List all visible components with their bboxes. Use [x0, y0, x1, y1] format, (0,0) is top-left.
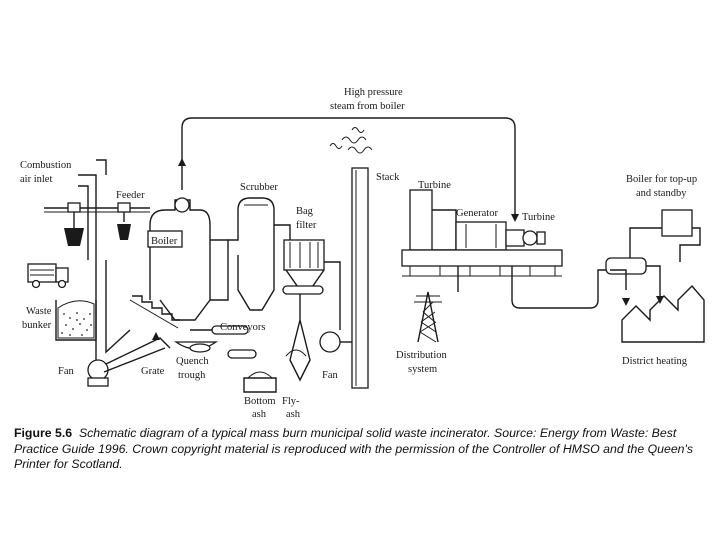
label-steam-2: steam from boiler — [330, 101, 405, 112]
fan-right — [319, 261, 355, 353]
conveyors — [190, 325, 277, 393]
label-turbine-right: Turbine — [522, 212, 555, 223]
quench-trough — [173, 341, 219, 353]
label-bag-filter-1: Bag — [296, 206, 314, 217]
feeder-crane — [44, 202, 150, 246]
combustion-air-duct — [78, 159, 107, 260]
label-quench-1: Quench — [176, 356, 209, 367]
label-fly-ash-1: Fly- — [282, 396, 300, 407]
label-feeder: Feeder — [116, 190, 145, 201]
turbine-generator — [401, 189, 610, 309]
label-fan-left: Fan — [58, 366, 75, 377]
bag-filter — [282, 239, 325, 382]
label-grate: Grate — [141, 366, 165, 377]
label-bag-filter-2: filter — [296, 220, 317, 231]
label-combustion-1: Combustion — [20, 160, 72, 171]
fan-left — [87, 337, 171, 387]
caption-text: Schematic diagram of a typical mass burn… — [14, 426, 694, 471]
boiler-furnace — [147, 197, 229, 321]
feed-chute — [95, 260, 131, 360]
label-stack: Stack — [376, 172, 400, 183]
label-bottom-ash-1: Bottom — [244, 396, 276, 407]
waste-bunker — [55, 300, 97, 341]
label-waste-bunker-1: Waste — [26, 306, 52, 317]
figure-number: Figure 5.6 — [14, 426, 73, 440]
steam-line — [178, 117, 519, 222]
label-boiler: Boiler — [151, 236, 178, 247]
label-combustion-2: air inlet — [20, 174, 52, 185]
label-bottom-ash-2: ash — [252, 409, 267, 420]
label-waste-bunker-2: bunker — [22, 320, 52, 331]
label-scrubber: Scrubber — [240, 182, 278, 193]
district-heating-buildings — [610, 269, 705, 343]
label-distribution-2: system — [408, 364, 437, 375]
distribution-tower — [414, 291, 442, 343]
label-quench-2: trough — [178, 370, 206, 381]
label-distribution-1: Distribution — [396, 350, 448, 361]
label-generator: Generator — [456, 208, 498, 219]
diagram-labels: High pressure steam from boiler Combusti… — [20, 87, 697, 420]
label-steam-1: High pressure — [344, 87, 403, 98]
stack — [329, 127, 373, 389]
label-fly-ash-2: ash — [286, 409, 301, 420]
label-boiler-topup-2: and standby — [636, 188, 687, 199]
scrubber — [228, 197, 291, 311]
grate — [129, 295, 180, 340]
label-district-heating: District heating — [622, 356, 688, 367]
label-turbine-left: Turbine — [418, 180, 451, 191]
label-boiler-topup-1: Boiler for top-up — [626, 174, 697, 185]
figure-caption: Figure 5.6 Schematic diagram of a typica… — [14, 426, 704, 473]
label-conveyors: Conveyors — [220, 322, 266, 333]
refuse-truck — [27, 263, 69, 289]
label-fan-right: Fan — [322, 370, 339, 381]
topup-boiler — [605, 209, 701, 304]
